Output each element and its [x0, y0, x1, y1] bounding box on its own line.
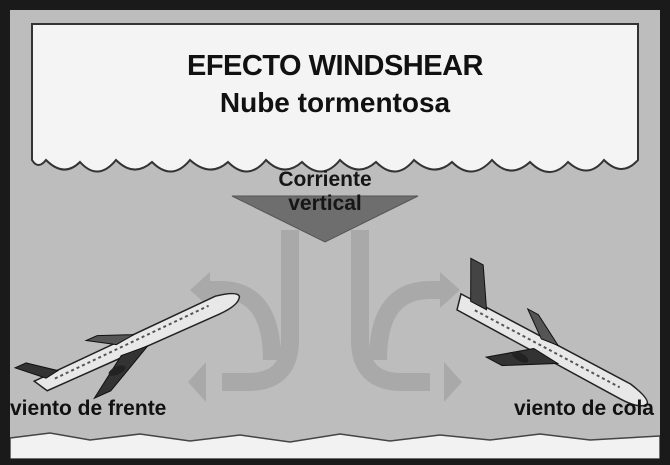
diagram-title: EFECTO WINDSHEAR: [187, 50, 483, 82]
descending-airplane-icon: [456, 257, 649, 407]
left-upper-arrowhead-icon: [190, 272, 210, 308]
right-swirl-arrowhead-icon: [444, 362, 462, 402]
climbing-airplane-icon: [13, 292, 241, 400]
downdraft-label-line1: Corriente: [278, 168, 372, 191]
tailwind-label: viento de cola: [513, 397, 654, 420]
ground-strip: [10, 432, 660, 459]
cloud-label: Nube tormentosa: [219, 87, 451, 118]
left-swirl-arrow-icon: [200, 230, 299, 391]
downdraft-arrow-icon: [231, 195, 419, 243]
diagram-artwork: [10, 23, 660, 459]
right-swirl-arrow-icon: [351, 230, 450, 391]
storm-cloud-icon: [31, 23, 639, 173]
headwind-label: viento de frente: [10, 397, 167, 420]
right-upper-arrowhead-icon: [440, 272, 460, 308]
left-swirl-arrowhead-icon: [188, 362, 206, 402]
downdraft-label: Corriente vertical: [230, 168, 420, 216]
downdraft-label-line2: vertical: [288, 192, 362, 215]
